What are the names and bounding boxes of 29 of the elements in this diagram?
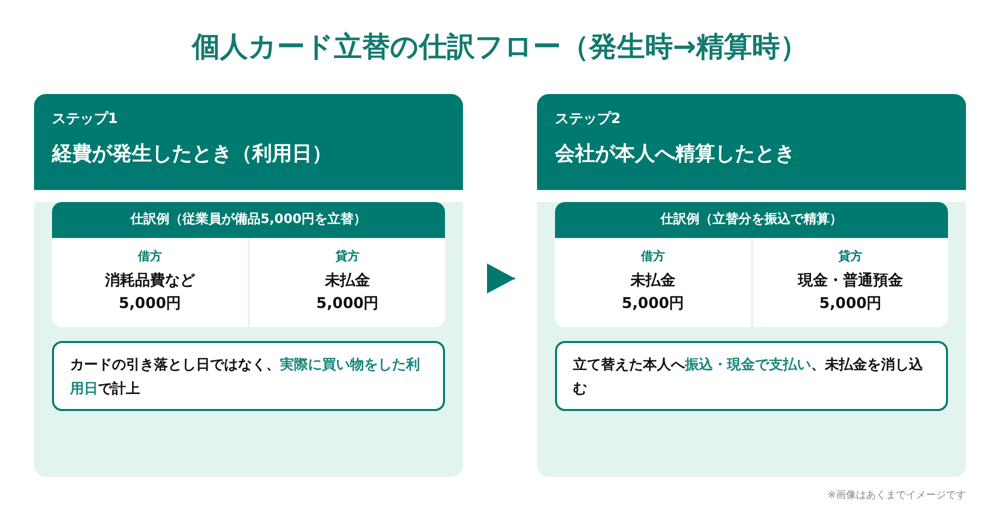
journal-entry-card — [52, 202, 445, 327]
step-panel — [34, 94, 463, 477]
card-header: 仕訳例（立替分を振込で精算） — [555, 202, 948, 238]
column-heading: 借方 — [641, 248, 665, 265]
amount: 5,000円 — [316, 294, 379, 313]
amount: 5,000円 — [118, 294, 182, 313]
step-panel — [537, 94, 966, 477]
amount: 5,000円 — [622, 294, 684, 313]
step-title: 会社が本人へ精算したとき — [555, 140, 795, 167]
card-header: 仕訳例（従業員が備品5,000円を立替） — [52, 202, 445, 238]
column-heading: 貸方 — [336, 248, 360, 265]
arrow — [487, 264, 515, 294]
step-number: ステップ2 — [555, 110, 621, 128]
note-box — [555, 341, 948, 411]
account-name: 未払金 — [325, 271, 370, 290]
note-text: カードの引き落とし日ではなく、実際に買い物をした利用日で計上 — [70, 356, 421, 399]
account-name: 消耗品費など — [105, 271, 195, 290]
amount: 5,000円 — [819, 294, 882, 313]
footnote: ※画像はあくまでイメージです — [828, 489, 966, 502]
journal-entry-card — [555, 202, 948, 327]
column-heading: 借方 — [138, 248, 162, 265]
step-title: 経費が発生したとき（利用日） — [52, 140, 332, 167]
step-number: ステップ1 — [52, 110, 118, 128]
note-text: 立て替えた本人へ振込・現金で支払い、未払金を消し込む — [573, 356, 924, 399]
account-name: 未払金 — [630, 271, 676, 290]
note-box — [52, 341, 445, 411]
account-name: 現金・普通預金 — [798, 271, 903, 290]
diagram-title: 個人カード立替の仕訳フロー（発生時→精算時） — [190, 29, 810, 65]
column-heading: 貸方 — [838, 248, 862, 265]
